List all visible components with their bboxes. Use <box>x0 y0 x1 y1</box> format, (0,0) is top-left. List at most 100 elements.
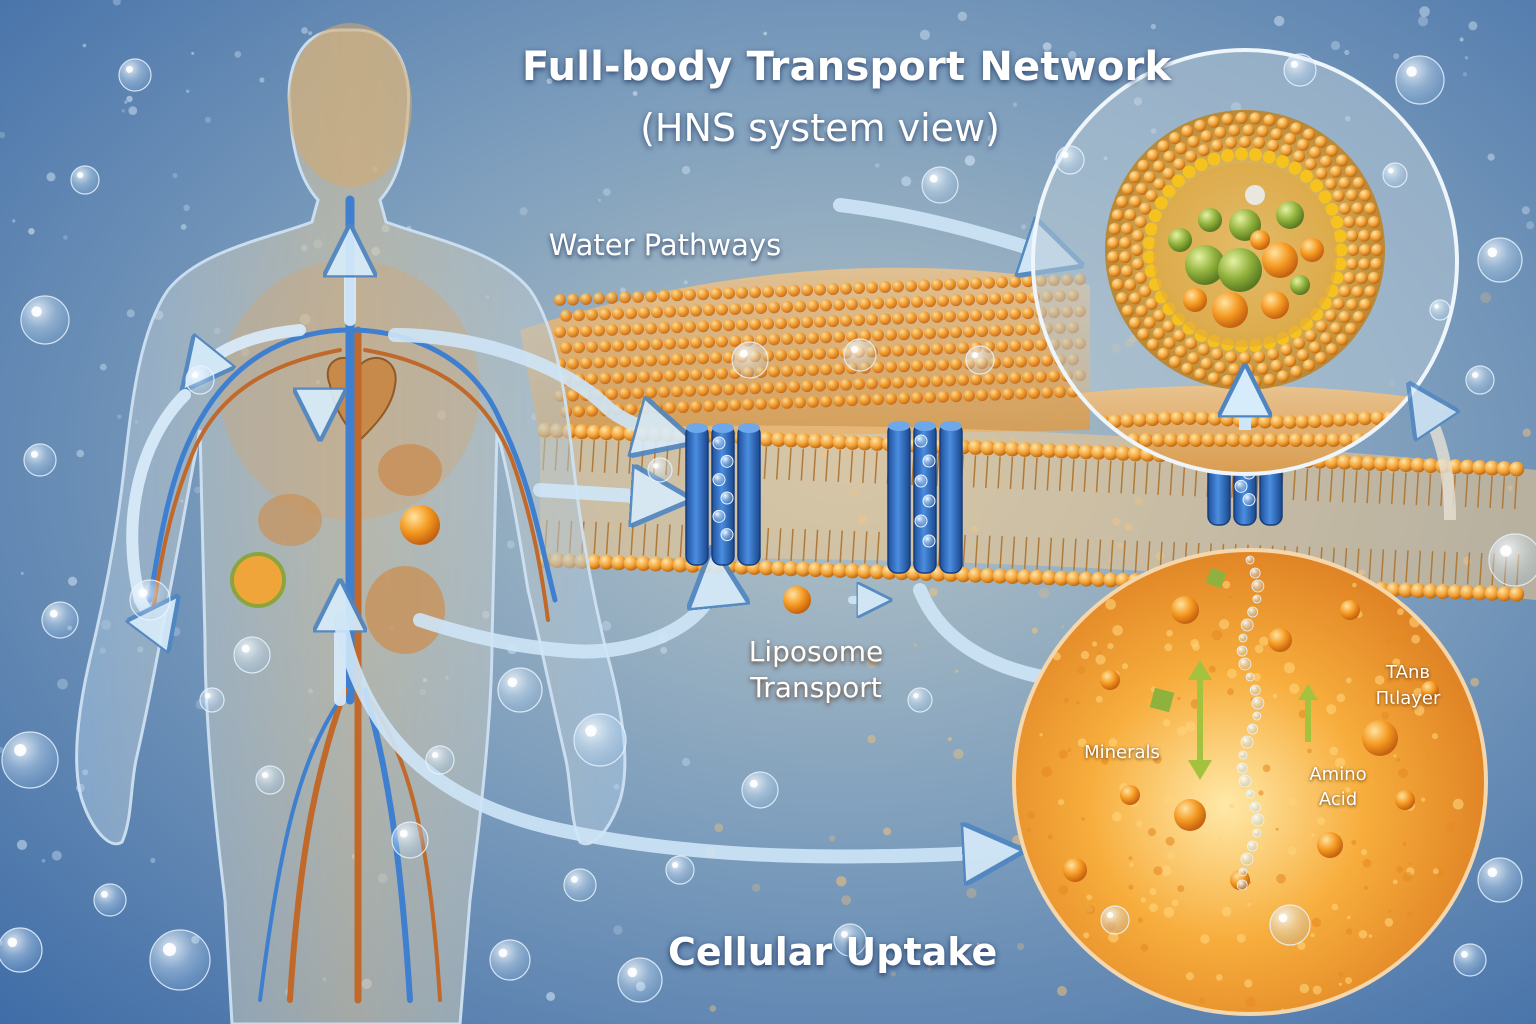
lipid-head <box>664 305 676 318</box>
texture-dot <box>928 587 938 597</box>
lipid-head <box>795 433 811 448</box>
lipid-head <box>820 363 832 376</box>
lipid-head <box>924 359 936 372</box>
lipid-head <box>827 379 839 392</box>
lipid-head <box>846 394 858 407</box>
texture-dot <box>714 823 724 832</box>
texture-dot <box>1012 102 1018 107</box>
lipid-tail <box>1429 551 1434 584</box>
texture-dot <box>112 0 121 6</box>
lipid-head <box>840 378 852 391</box>
lipid-head <box>560 309 572 322</box>
lipid-head <box>1145 190 1158 202</box>
lipid-tail <box>839 530 843 563</box>
lipid-head <box>1293 337 1305 350</box>
lipid-head <box>1214 361 1227 374</box>
lipid-head <box>606 355 618 368</box>
texture-dot <box>709 1005 717 1012</box>
cell-speckle <box>1227 668 1237 679</box>
lipid-head <box>684 288 696 301</box>
lipid-head <box>963 389 975 402</box>
water-molecule <box>922 534 936 548</box>
nutrient-particle <box>1168 228 1192 252</box>
bubble-highlight <box>1487 867 1498 878</box>
lipid-head <box>814 379 826 392</box>
cell-speckle <box>1160 865 1172 876</box>
cell-speckle <box>1137 917 1143 923</box>
water-bubble <box>185 365 215 395</box>
lipid-head <box>1338 177 1351 189</box>
lipid-tail <box>874 451 878 484</box>
lipid-head <box>1207 115 1220 128</box>
cell-speckle <box>1335 757 1346 768</box>
lipid-head <box>697 320 709 333</box>
cell-speckle <box>1397 608 1404 616</box>
lipid-head <box>611 425 627 441</box>
cell-speckle <box>1217 836 1221 840</box>
cell-speckle <box>1272 693 1278 699</box>
lipid-head <box>827 283 839 296</box>
lipid-head <box>1173 329 1186 342</box>
texture-dot <box>1459 37 1464 42</box>
lipid-head <box>1301 433 1316 447</box>
lipid-head <box>1398 457 1414 473</box>
lipid-head <box>808 562 824 578</box>
channel-top <box>914 421 936 431</box>
lipid-head <box>1137 159 1150 172</box>
lipid-head <box>807 331 819 344</box>
lipid-head <box>911 391 923 404</box>
lipid-head <box>944 374 956 387</box>
lipid-tail <box>1378 471 1383 504</box>
texture-dot <box>150 857 156 864</box>
water-bubble <box>118 58 152 92</box>
lipid-head <box>593 292 605 305</box>
texture-dot <box>1419 6 1430 17</box>
lipid-tail <box>1095 460 1100 493</box>
cell-speckle <box>1085 744 1093 752</box>
lipid-head <box>1144 222 1158 236</box>
lipid-head <box>768 397 780 410</box>
lipid-head <box>1338 285 1351 298</box>
cell-speckle <box>1058 799 1065 806</box>
water-bubble <box>741 771 779 809</box>
lipid-head <box>658 321 670 334</box>
texture-dot <box>1031 627 1038 634</box>
cell-speckle <box>1406 911 1413 918</box>
lipid-head <box>1349 455 1365 471</box>
lipid-head <box>1314 136 1327 148</box>
texture-dot <box>308 31 313 36</box>
water-molecule <box>1251 579 1265 593</box>
water-bubble <box>1 731 59 789</box>
water-bubble <box>93 883 127 917</box>
cell-speckle <box>1153 866 1163 876</box>
cell-speckle <box>1085 904 1096 915</box>
lipid-head <box>690 368 702 381</box>
water-bubble <box>1453 943 1487 977</box>
water-molecule <box>1249 801 1261 813</box>
lipid-head <box>1329 165 1342 178</box>
lipid-head <box>1299 169 1313 183</box>
cell-speckle <box>1352 582 1357 588</box>
water-molecule <box>1236 879 1248 891</box>
lipid-head <box>1145 298 1158 310</box>
texture-dot <box>186 89 190 94</box>
lipid-head <box>1370 411 1385 426</box>
cell-speckle <box>1149 888 1157 895</box>
lipid-head <box>1146 149 1159 162</box>
bubble-highlight <box>77 172 84 179</box>
bubble-highlight <box>241 644 250 653</box>
cell-speckle <box>1259 846 1264 851</box>
water-bubble <box>0 927 43 973</box>
lipid-head <box>1295 414 1310 429</box>
bubble-highlight <box>1062 152 1069 159</box>
lipid-head <box>1423 458 1439 474</box>
lipid-head <box>1339 433 1353 447</box>
lipid-head <box>885 328 897 341</box>
lipid-head <box>788 284 800 297</box>
lipid-head <box>807 299 819 312</box>
lipid-head <box>586 308 598 321</box>
cell-speckle <box>1310 933 1315 938</box>
lipid-head <box>1054 443 1070 459</box>
texture-dot <box>752 883 761 892</box>
bubble-highlight <box>498 948 508 958</box>
